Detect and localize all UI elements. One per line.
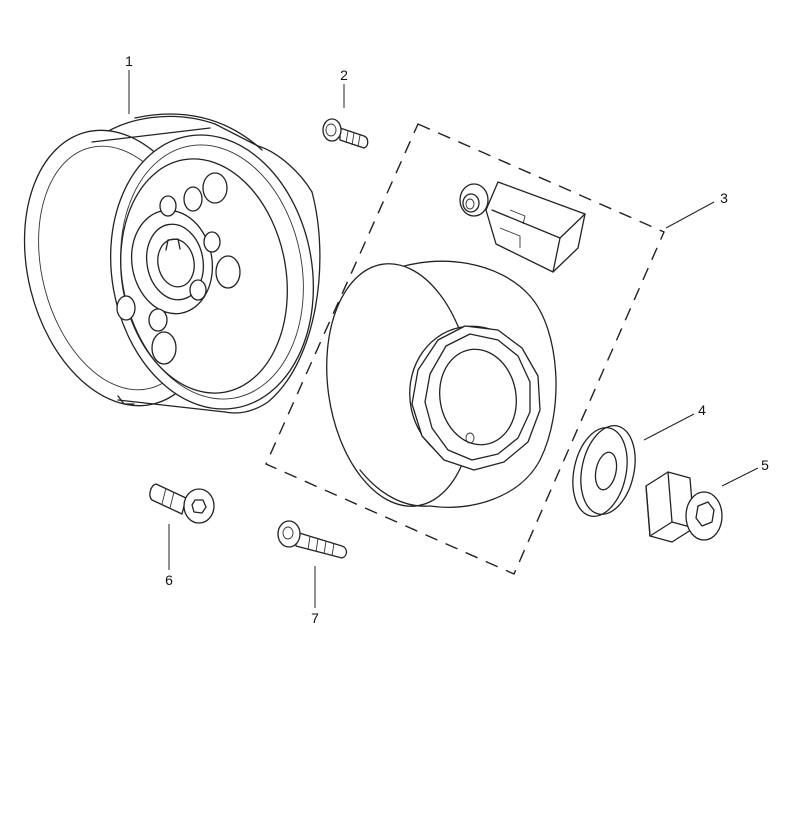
callout-6: 6 [165,572,173,588]
callout-3: 3 [720,190,728,206]
pickup-sensor [459,181,586,273]
callout-4: 4 [698,402,706,418]
part-6-socket-bolt [149,483,215,524]
leader-lines [128,70,759,608]
callout-5: 5 [761,457,769,473]
callout-7: 7 [311,610,319,626]
part-7-screw [277,520,348,559]
part-2-bolt [322,118,369,149]
part-3-stator-assembly [265,123,665,575]
part-5-hex-nut [645,471,723,543]
callout-2: 2 [340,67,348,83]
callout-1: 1 [125,53,133,69]
callout-labels: 1 2 3 4 5 6 7 [125,53,769,626]
stator-disc [326,260,557,508]
part-4-washer [572,425,636,517]
part-1-flywheel-rotor [23,113,321,414]
